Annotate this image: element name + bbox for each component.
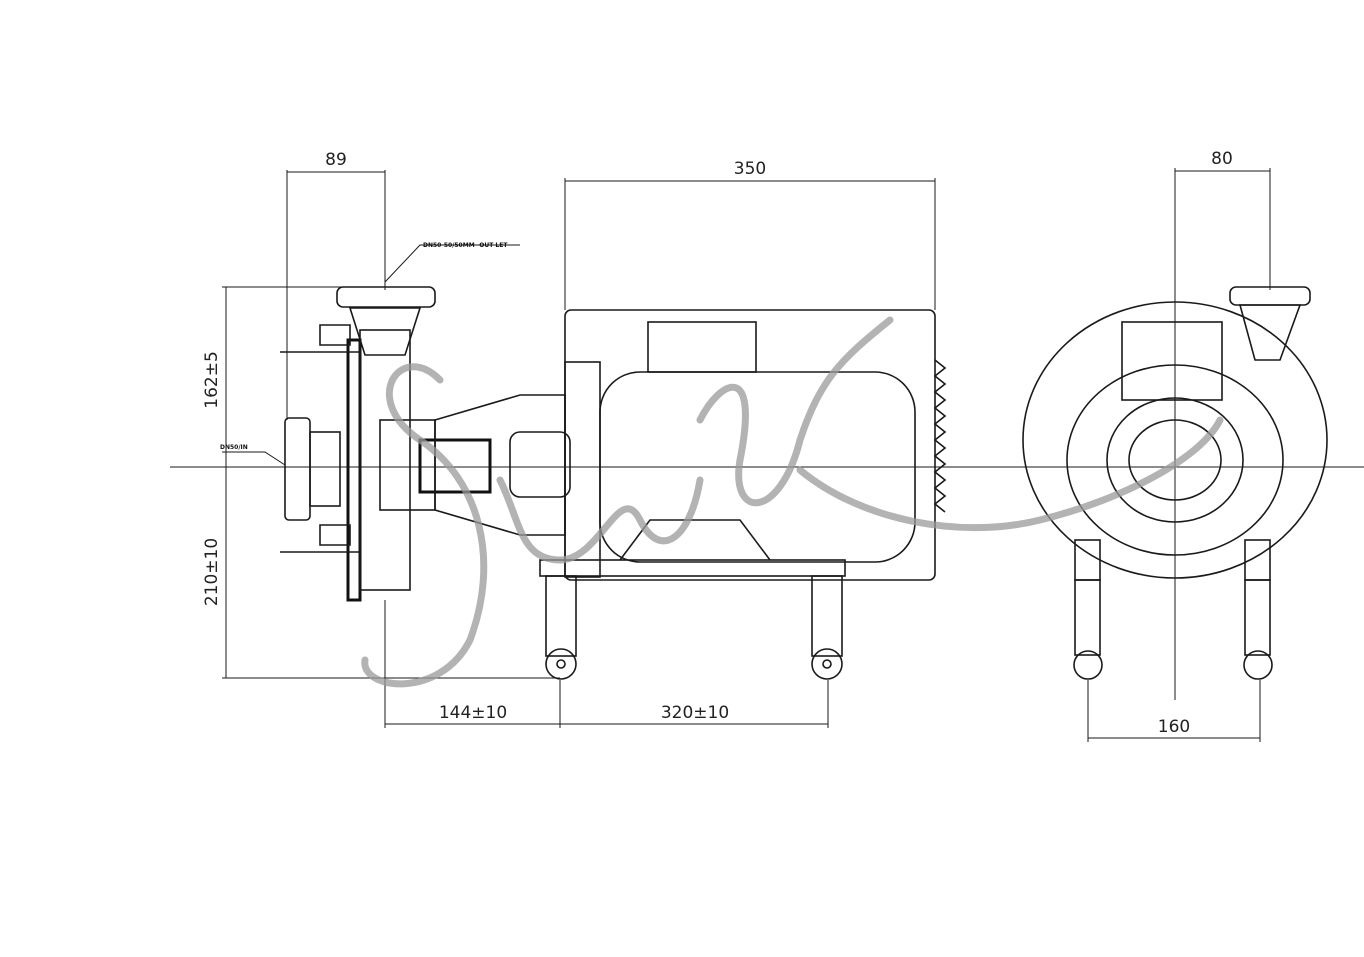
dim-89: 89 [325, 150, 347, 170]
dim-210: 210±10 [202, 538, 222, 606]
outlet-callout: DN50-50/50MM -OUT LET [423, 242, 508, 249]
dim-320: 320±10 [661, 703, 729, 723]
pump-end-view [1022, 286, 1328, 680]
inlet-callout: DN50/IN [220, 444, 248, 451]
watermark-logo [361, 316, 1224, 688]
pump-side-view [280, 286, 947, 680]
dim-162: 162±5 [202, 351, 222, 409]
dim-144: 144±10 [439, 703, 507, 723]
dim-350: 350 [734, 159, 766, 179]
dim-160: 160 [1158, 717, 1190, 737]
dim-80: 80 [1211, 149, 1233, 169]
